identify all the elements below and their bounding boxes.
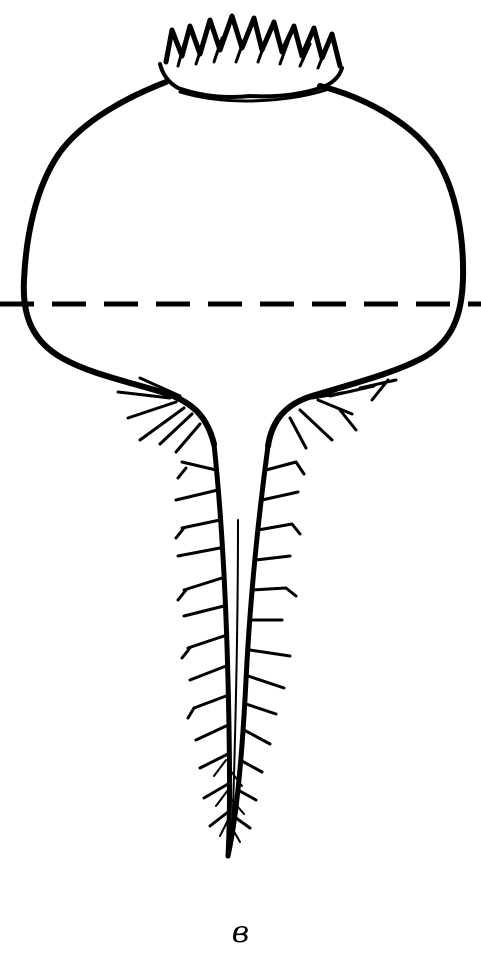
crown [160, 16, 342, 101]
bulb-outline [24, 82, 463, 446]
figure-caption: в [0, 913, 481, 953]
root-hairs-right [236, 380, 396, 828]
